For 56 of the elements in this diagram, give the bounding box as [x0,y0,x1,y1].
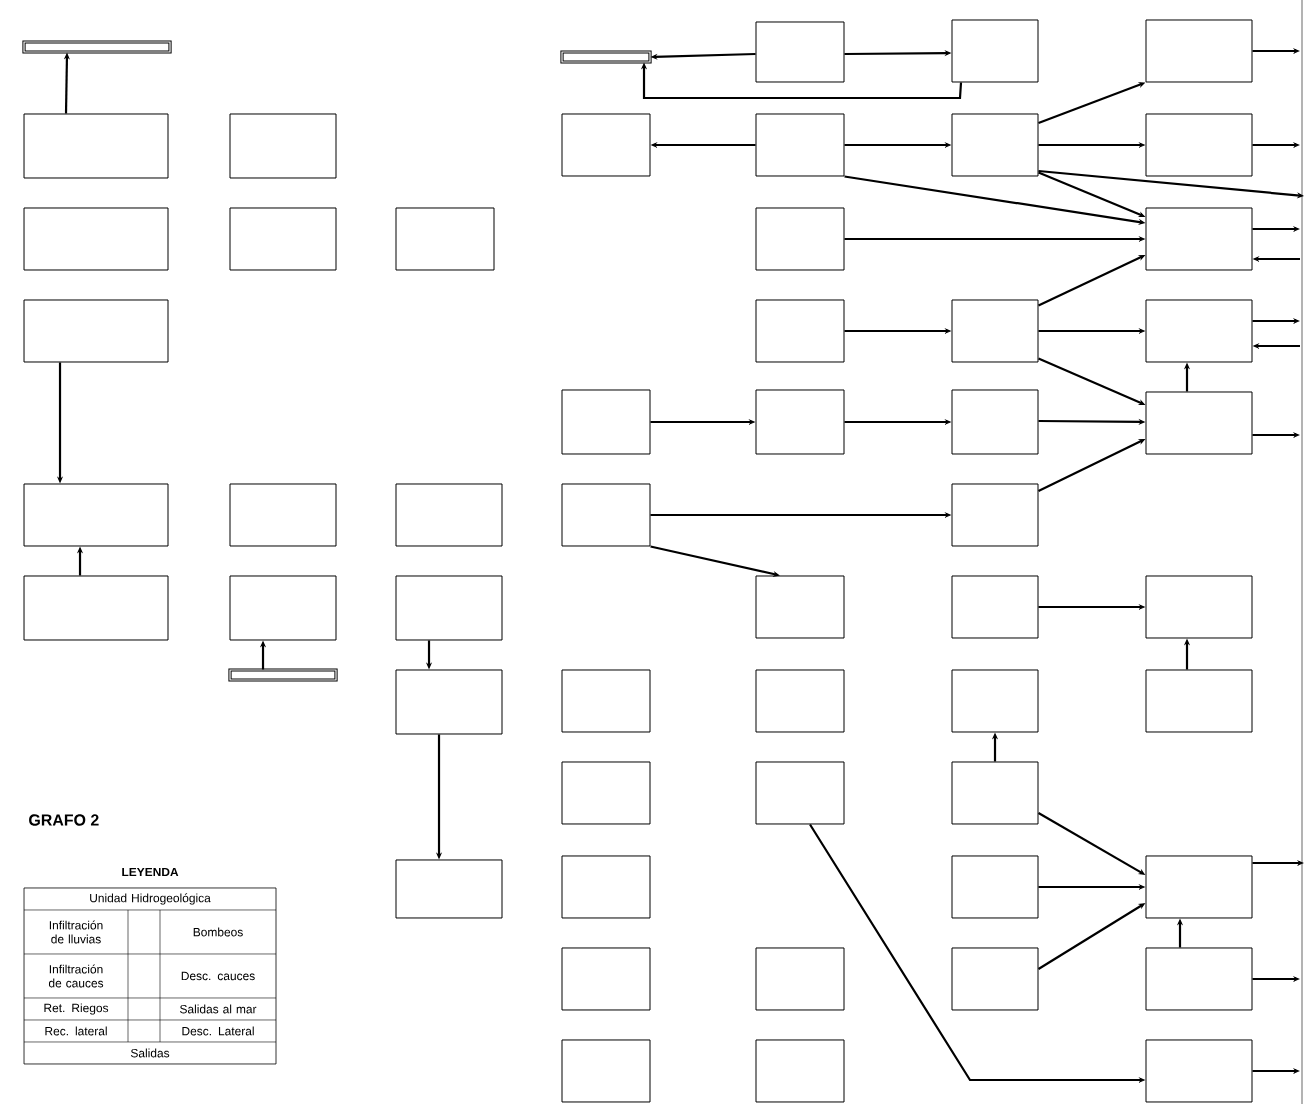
data-box [755,575,845,639]
data-box [395,483,503,547]
data-box [1145,855,1253,919]
data-box [951,113,1039,177]
data-box [229,575,337,641]
data-box [23,113,169,179]
bar-box [228,668,338,682]
data-box [1145,299,1253,363]
data-box [395,575,503,641]
data-box [395,207,495,271]
data-box [951,855,1039,919]
data-box [1145,391,1253,455]
data-box [395,859,503,919]
data-box [23,207,169,271]
data-box [1145,19,1253,83]
data-box [951,299,1039,363]
data-box [755,299,845,363]
data-box [755,113,845,177]
data-box [951,669,1039,733]
data-box [755,389,845,455]
data-box [755,947,845,1011]
arrow [650,545,780,577]
data-box [229,113,337,179]
data-box [561,669,651,733]
data-box [951,761,1039,825]
data-box [755,669,845,733]
data-box [395,669,503,735]
data-box [561,947,651,1011]
data-box [229,207,337,271]
data-box [755,761,845,825]
data-box [23,575,169,641]
data-box [951,483,1039,547]
data-box [1145,669,1253,733]
data-box [951,389,1039,455]
data-box [1145,575,1253,639]
data-box [1145,207,1253,271]
data-box [561,761,651,825]
data-box [951,575,1039,639]
data-box [755,1039,845,1103]
bar-box [22,40,172,54]
data-box [561,855,651,919]
data-box [561,483,651,547]
data-box [755,21,845,83]
data-box [229,483,337,547]
data-box [951,947,1039,1011]
data-box [23,299,169,363]
data-box [561,389,651,455]
data-box [561,113,651,177]
data-box [755,207,845,271]
data-box [1145,947,1253,1011]
data-box [561,1039,651,1103]
data-box [1145,113,1253,177]
data-box [951,19,1039,83]
data-box [1145,1039,1253,1103]
data-box [23,483,169,547]
bar-box [560,50,652,64]
